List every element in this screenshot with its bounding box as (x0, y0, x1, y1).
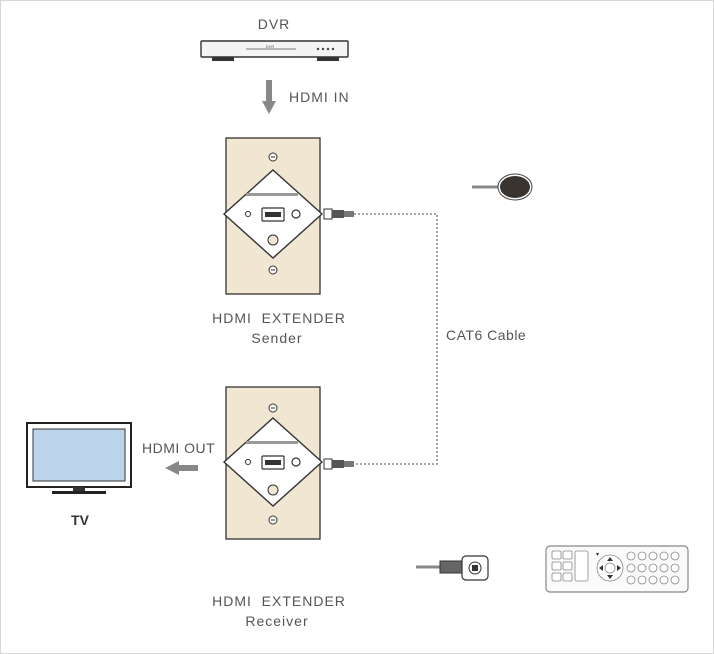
receiver-subtitle: Receiver (245, 613, 309, 629)
rj45-plug-icon (323, 458, 354, 470)
receiver-wall-plate (222, 386, 324, 540)
cable-label: CAT6 Cable (446, 327, 527, 343)
power-connector-icon (416, 555, 489, 581)
tv-label: TV (71, 512, 89, 528)
ir-eye-icon (472, 173, 533, 201)
dvr-device-text: DVR (266, 44, 275, 49)
dvr-icon: DVR (200, 40, 349, 61)
arrow-down-icon (262, 80, 276, 114)
sender-subtitle: Sender (251, 330, 303, 346)
rj45-plug-icon (323, 208, 354, 220)
remote-icon (545, 545, 689, 593)
sender-wall-plate (222, 137, 324, 295)
arrow-left-icon (165, 461, 198, 475)
tv-icon (26, 422, 132, 494)
receiver-title: HDMI EXTENDER (212, 593, 346, 609)
cat6-cable (354, 213, 438, 465)
hdmi-out-label: HDMI OUT (142, 440, 216, 456)
sender-title: HDMI EXTENDER (212, 310, 346, 326)
hdmi-in-label: HDMI IN (289, 89, 350, 105)
dvr-label: DVR (257, 16, 291, 32)
